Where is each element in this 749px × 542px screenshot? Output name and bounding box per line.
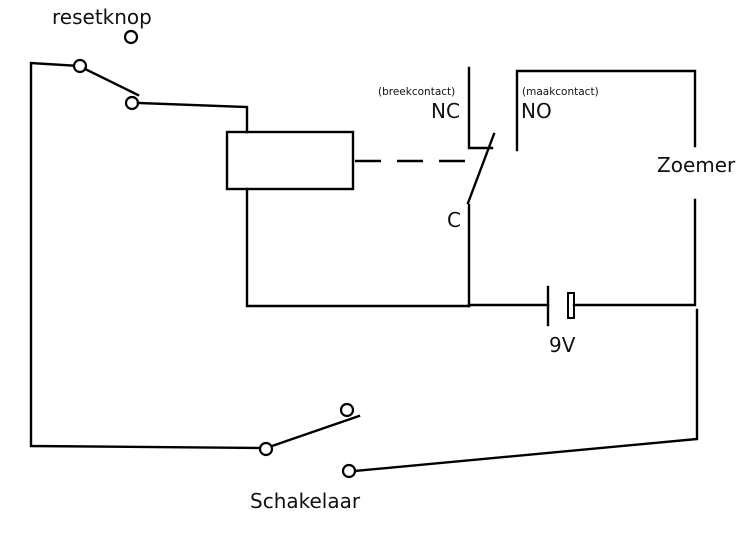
label-common: C xyxy=(447,208,461,232)
battery-positive-plate xyxy=(567,292,575,319)
reset-button xyxy=(72,29,140,111)
reset-lever xyxy=(83,67,140,97)
label-reset-button: resetknop xyxy=(52,5,152,29)
reset-terminal-left xyxy=(72,58,88,74)
reset-terminal-right xyxy=(124,95,140,111)
switch-lever xyxy=(270,414,361,448)
wire-reset-to-coil xyxy=(136,101,249,134)
relay-common-blade xyxy=(466,132,496,205)
switch-terminal-bottom xyxy=(341,463,357,479)
label-switch: Schakelaar xyxy=(250,489,361,513)
relay-coil xyxy=(225,130,355,191)
switch-terminal-top xyxy=(339,402,355,418)
label-no: NO xyxy=(521,99,552,123)
label-nc: NC xyxy=(431,99,460,123)
wire-coil-to-common xyxy=(245,187,471,308)
main-switch xyxy=(258,402,361,479)
battery xyxy=(467,285,575,327)
no-contact-wire xyxy=(515,69,697,152)
label-buzzer: Zoemer xyxy=(657,153,736,177)
nc-contact xyxy=(467,66,494,150)
label-battery: 9V xyxy=(549,333,576,357)
label-no-note: (maakcontact) xyxy=(522,86,599,98)
label-nc-note: (breekcontact) xyxy=(378,86,455,98)
switch-terminal-common xyxy=(258,441,274,457)
wire-buzzer-to-battery xyxy=(572,198,697,307)
wire-right-down xyxy=(353,308,699,473)
wire-left-outer xyxy=(29,61,262,450)
reset-terminal-top xyxy=(123,29,139,45)
